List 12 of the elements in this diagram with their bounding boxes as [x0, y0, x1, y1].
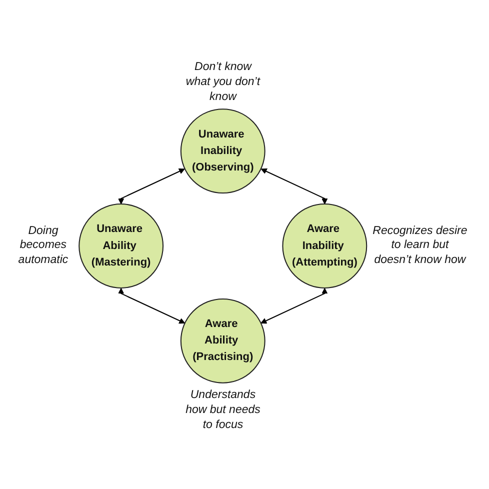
annotation-text: Doing becomes automatic	[17, 224, 70, 268]
node-circle: Aware Inability (Attempting)	[282, 204, 368, 288]
annotation-text: Recognizes desire to learn but doesn’t know how	[372, 224, 468, 268]
node-circle: Unaware Ability (Mastering)	[78, 204, 164, 288]
node-circle: Aware Ability (Practising)	[180, 298, 266, 384]
arrow	[118, 288, 186, 324]
annotation-text: Don’t know what you don’t know	[184, 60, 262, 105]
node-circle: Unaware Inability (Observing)	[180, 108, 266, 194]
arrow	[118, 168, 185, 204]
annotation-text: Understands how but needs to focus	[184, 388, 262, 433]
arrow	[260, 288, 328, 324]
arrow	[260, 168, 328, 204]
